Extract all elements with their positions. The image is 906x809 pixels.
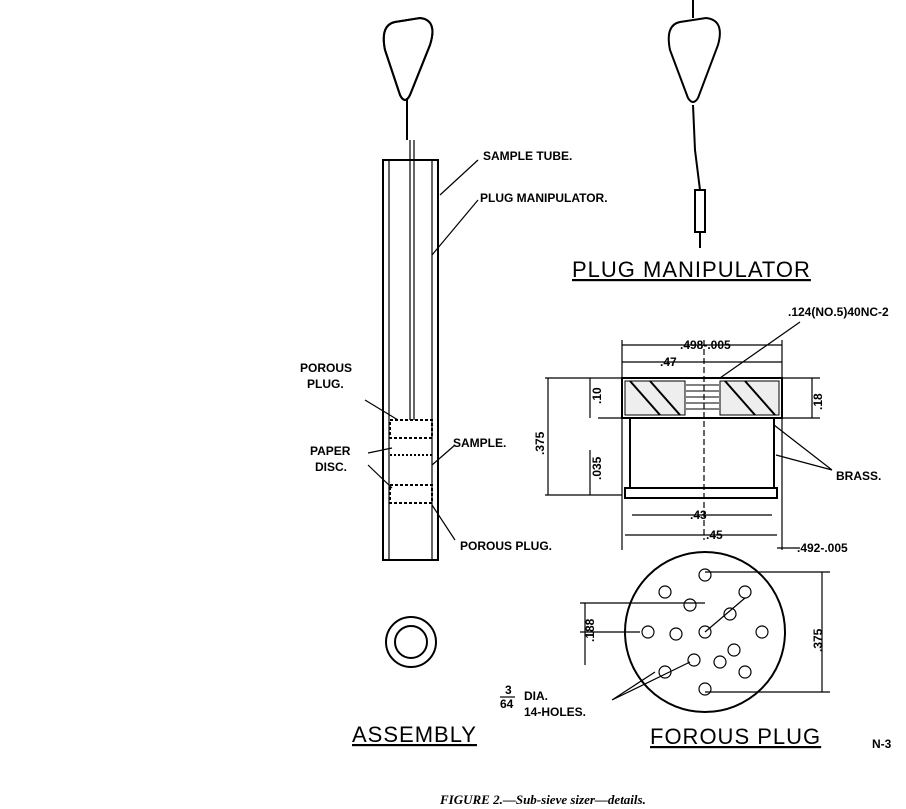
dim-total-height: .375 (533, 431, 547, 455)
holes-fraction-den: 64 (500, 697, 514, 711)
label-sample: SAMPLE. (453, 436, 506, 450)
dim-outer-top: .498-.005 (680, 338, 731, 352)
label-paper-disc-1: PAPER (310, 444, 351, 458)
label-plug-manipulator: PLUG MANIPULATOR. (480, 191, 608, 205)
plug-manipulator-title: PLUG MANIPULATOR (572, 257, 811, 282)
assembly-view: SAMPLE TUBE. PLUG MANIPULATOR. POROUS PL… (300, 16, 608, 747)
holes-count: 14-HOLES. (524, 705, 586, 719)
dim-outer-bottom: .492-.005 (797, 541, 848, 555)
dim-inner-width: .43 (690, 508, 707, 522)
dim-top-inner: .47 (660, 355, 677, 369)
label-sample-tube: SAMPLE TUBE. (483, 149, 572, 163)
dim-diameter: .375 (811, 628, 825, 652)
dim-lower-height: .035 (590, 456, 604, 480)
holes-dia: DIA. (524, 689, 548, 703)
figure-caption: FIGURE 2.—Sub-sieve sizer—details. (439, 792, 646, 807)
dim-bottom-width: .45 (706, 528, 723, 542)
label-paper-disc-2: DISC. (315, 460, 347, 474)
sheet-mark: N-3 (872, 737, 892, 751)
label-porous-plug-top-1: POROUS (300, 361, 352, 375)
label-porous-plug-bottom: POROUS PLUG. (460, 539, 552, 553)
dim-cap-height: .10 (590, 387, 604, 404)
holes-fraction-num: 3 (505, 683, 512, 697)
porous-plug-title: FOROUS PLUG (650, 724, 821, 749)
label-porous-plug-top-2: PLUG. (307, 377, 344, 391)
dim-radius: .188 (583, 618, 597, 642)
plug-manipulator-view: PLUG MANIPULATOR (572, 0, 811, 282)
label-brass: BRASS. (836, 469, 881, 483)
dim-right-height: .18 (811, 393, 825, 410)
plug-section-view: .124(NO.5)40NC-2 .498-.005 .47 .10 .18 .… (533, 305, 889, 555)
dim-thread: .124(NO.5)40NC-2 (788, 305, 889, 319)
assembly-title: ASSEMBLY (352, 722, 477, 747)
porous-plug-view: .188 .375 3 64 DIA. 14-HOLES. FOROUS PLU… (500, 551, 830, 749)
